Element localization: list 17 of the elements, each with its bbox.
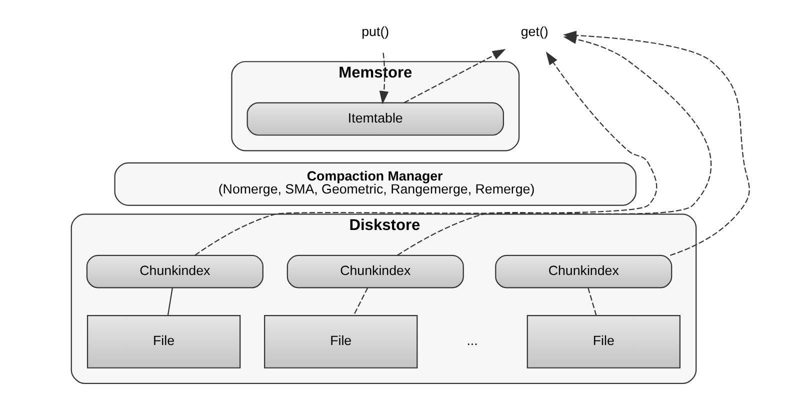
node-box: File	[264, 314, 418, 368]
node-box: File	[86, 314, 241, 368]
connector	[167, 288, 174, 316]
label: ...	[466, 333, 478, 348]
node-box: Chunkindex	[86, 254, 264, 288]
node-box: Compaction Manager (Nomerge, SMA, Geometric, Rangemerge, Remerge)	[114, 162, 637, 206]
node-box: File	[526, 314, 681, 368]
node-box: Chunkindex	[286, 254, 464, 288]
arrow	[194, 51, 658, 256]
node-text: put()	[362, 24, 390, 40]
connector	[588, 288, 597, 316]
arrow	[404, 49, 506, 104]
node-box: Chunkindex	[495, 254, 672, 288]
node-text: get()	[520, 24, 548, 40]
arrow	[379, 52, 389, 104]
node-box: Itemtable	[246, 102, 504, 136]
connector	[353, 287, 368, 316]
